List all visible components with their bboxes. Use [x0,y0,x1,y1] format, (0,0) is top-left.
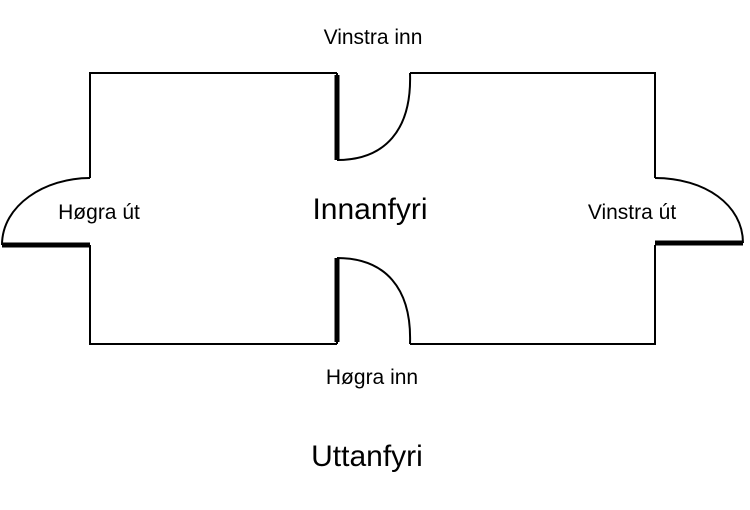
door-swing-top [336,72,412,161]
label-outside: Uttanfyri [311,440,423,473]
door-right [654,177,744,246]
door-left [1,177,91,248]
door-swing-right [654,177,744,244]
label-top-door: Vinstra inn [324,26,423,49]
label-right-door: Vinstra út [588,201,676,224]
label-left-door: Høgra út [58,201,140,224]
wall-top-left [89,72,337,178]
door-bottom [334,257,412,345]
label-inside: Innanfyri [312,193,427,226]
wall-top-right [410,72,656,178]
door-swing-left [1,177,91,246]
door-top [334,72,412,161]
wall-bottom-right [410,245,656,345]
wall-bottom-left [89,245,337,345]
door-swing-bottom [336,257,412,345]
label-bottom-door: Høgra inn [326,366,418,389]
